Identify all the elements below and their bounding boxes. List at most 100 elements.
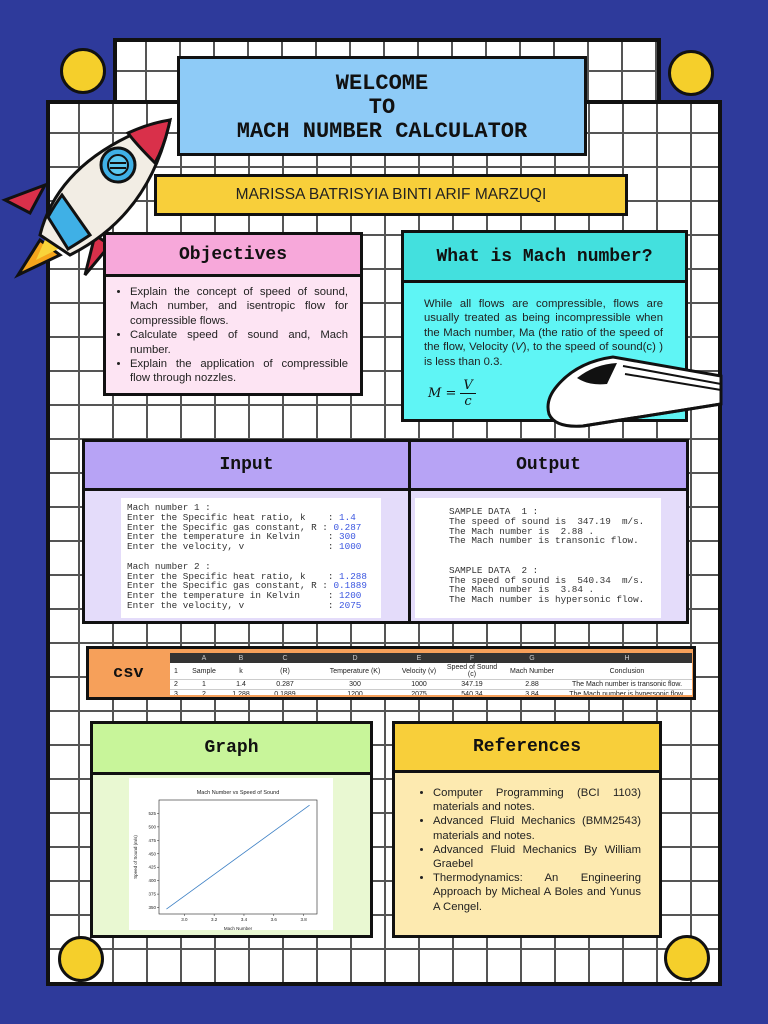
formula-denominator: c bbox=[464, 394, 472, 409]
csv-header-cell: Temperature (K) bbox=[329, 667, 381, 675]
reference-item: Advanced Fluid Mechanics (BMM2543) mater… bbox=[433, 814, 641, 842]
output-heading: Output bbox=[411, 442, 686, 491]
input-line-value: 1.288 bbox=[339, 570, 367, 582]
csv-cell: 1000 bbox=[411, 681, 427, 688]
objectives-heading: Objectives bbox=[106, 235, 360, 277]
title-line-2: TO bbox=[368, 95, 396, 120]
input-line: Enter the Specific heat ratio, k : 1.288 bbox=[127, 570, 367, 582]
mach-panel: What is Mach number? While all flows are… bbox=[401, 230, 688, 422]
output-block-title: SAMPLE DATA 1 : bbox=[449, 506, 539, 517]
csv-column-letter: G bbox=[529, 654, 535, 662]
input-line-value: 0.1889 bbox=[333, 580, 367, 592]
graph-heading-text: Graph bbox=[204, 738, 259, 758]
chart-y-tick-label: 475 bbox=[148, 838, 156, 843]
reference-item: Thermodynamics: An Engineering Approach … bbox=[433, 871, 641, 914]
input-panel: Input Mach number 1 :Enter the Specific … bbox=[82, 439, 411, 624]
mach-formula: M = V c bbox=[428, 378, 476, 409]
input-line: Enter the Specific gas constant, R : 0.1… bbox=[127, 581, 367, 591]
input-heading-text: Input bbox=[219, 455, 274, 475]
csv-column-letter: H bbox=[624, 654, 630, 662]
input-line-value: 1.4 bbox=[339, 511, 356, 523]
author-banner: MARISSA BATRISYIA BINTI ARIF MARZUQI bbox=[154, 174, 628, 216]
references-heading: References bbox=[395, 724, 659, 773]
chart-y-label: Speed of Sound (m/s) bbox=[133, 835, 138, 879]
output-code: SAMPLE DATA 1 :The speed of sound is 347… bbox=[449, 507, 644, 605]
csv-cell: The Mach number is transonic flow. bbox=[571, 681, 683, 688]
reference-item: Advanced Fluid Mechanics By William Grae… bbox=[433, 843, 641, 871]
formula-lhs: M = bbox=[428, 386, 457, 401]
csv-cell: 1 bbox=[202, 681, 206, 688]
objective-item: Calculate speed of sound and, Mach numbe… bbox=[130, 328, 348, 357]
csv-cell: 1.288 bbox=[232, 691, 250, 695]
csv-cell: 1200 bbox=[347, 691, 363, 695]
input-line: Enter the velocity, v : 2075 bbox=[127, 601, 367, 611]
chart-y-tick-label: 350 bbox=[148, 905, 156, 910]
csv-cell: 540.34 bbox=[461, 691, 483, 695]
mach-text-a: While all flows are compressible, flows … bbox=[424, 298, 663, 354]
chart-x-tick-label: 3.0 bbox=[181, 917, 188, 922]
csv-row-number: 2 bbox=[174, 681, 178, 688]
chart-y-tick-label: 450 bbox=[148, 851, 156, 856]
mach-heading-text: What is Mach number? bbox=[436, 246, 653, 267]
input-console bbox=[121, 498, 381, 618]
reference-item: Computer Programming (BCI 1103) material… bbox=[433, 786, 641, 814]
output-block-title: SAMPLE DATA 2 : bbox=[449, 564, 539, 576]
mach-description: While all flows are compressible, flows … bbox=[404, 283, 685, 369]
corner-dot-top-right bbox=[668, 50, 714, 96]
output-panel: Output SAMPLE DATA 1 :The speed of sound… bbox=[408, 439, 689, 624]
csv-column-letter: E bbox=[416, 654, 422, 662]
csv-header-cell: (R) bbox=[280, 667, 290, 675]
input-line-label: Enter the Specific heat ratio, k : bbox=[127, 511, 334, 523]
chart-x-tick-label: 3.2 bbox=[211, 917, 218, 922]
chart-y-tick-label: 425 bbox=[148, 865, 156, 870]
references-heading-text: References bbox=[472, 737, 582, 757]
chart-y-tick-label: 500 bbox=[148, 824, 156, 829]
title-line-3: MACH NUMBER CALCULATOR bbox=[236, 119, 528, 144]
csv-header-cell: Mach Number bbox=[510, 667, 554, 675]
input-line-label: Enter the temperature in Kelvin : bbox=[127, 531, 334, 543]
output-line: The Mach number is hypersonic flow. bbox=[449, 594, 645, 606]
csv-header-cell: Conclusion bbox=[609, 667, 645, 675]
csv-row-number: 3 bbox=[174, 691, 178, 695]
output-line: The speed of sound is 347.19 m/s. bbox=[449, 515, 645, 527]
input-line-value: 0.287 bbox=[333, 521, 362, 533]
input-line: Enter the velocity, v : 1000 bbox=[127, 542, 367, 552]
chart-y-tick-label: 525 bbox=[148, 811, 156, 816]
output-line: The speed of sound is 540.34 m/s. bbox=[449, 574, 645, 586]
output-console bbox=[415, 498, 661, 618]
chart-x-tick-label: 3.4 bbox=[241, 917, 248, 922]
corner-dot-top-left bbox=[60, 48, 106, 94]
mach-text-b: ), to the speed of sound(c) ) is less th… bbox=[424, 341, 663, 368]
mach-heading: What is Mach number? bbox=[404, 233, 685, 283]
input-line-label: Enter the temperature in Kelvin : bbox=[127, 590, 334, 602]
input-block-title: Mach number 1 : bbox=[127, 502, 211, 513]
formula-numerator: V bbox=[460, 378, 476, 394]
title-box: WELCOME TO MACH NUMBER CALCULATOR bbox=[177, 56, 587, 156]
output-heading-text: Output bbox=[516, 455, 581, 475]
csv-cell: 0.287 bbox=[276, 681, 294, 688]
input-line-label: Enter the velocity, v : bbox=[127, 541, 334, 553]
input-line-label: Enter the Specific heat ratio, k : bbox=[127, 570, 334, 582]
input-line: Enter the temperature in Kelvin : 1200 bbox=[127, 591, 367, 601]
corner-dot-bottom-right bbox=[664, 935, 710, 981]
input-line-value: 2075 bbox=[339, 599, 362, 611]
csv-label: csv bbox=[113, 664, 144, 683]
objectives-list: Explain the concept of speed of sound, M… bbox=[106, 277, 360, 386]
csv-cell: 2.88 bbox=[525, 681, 539, 688]
csv-header-cell: Sample bbox=[192, 667, 216, 675]
csv-row-number: 1 bbox=[174, 667, 178, 675]
input-line-label: Enter the Specific gas constant, R : bbox=[127, 580, 328, 592]
chart-x-label: Mach Number bbox=[224, 926, 253, 930]
csv-cell: 0.1889 bbox=[274, 691, 296, 695]
csv-header-cell: k bbox=[239, 667, 243, 675]
chart-y-tick-label: 400 bbox=[148, 878, 156, 883]
input-line-value: 300 bbox=[339, 531, 356, 543]
graph-heading: Graph bbox=[93, 724, 370, 775]
csv-cell: 1.4 bbox=[236, 681, 246, 688]
